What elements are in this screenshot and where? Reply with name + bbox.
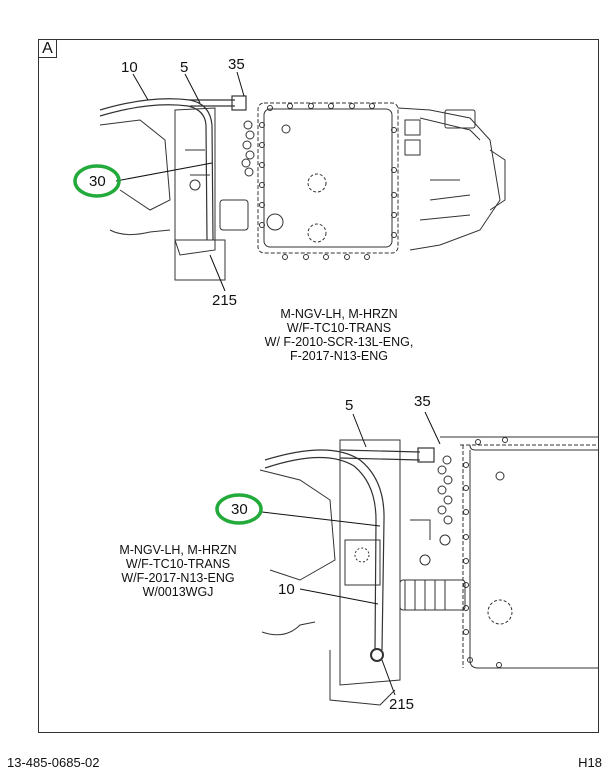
note-line: M-NGV-LH, M-HRZN — [119, 543, 237, 557]
drawing-frame — [38, 39, 599, 733]
note-line: W/ F-2010-SCR-13L-ENG, — [264, 335, 414, 349]
callout-10-bottom: 10 — [278, 581, 295, 598]
callout-5-top: 5 — [180, 59, 189, 76]
bottom-leader-lines — [261, 411, 441, 696]
note-line: W/F-TC10-TRANS — [286, 321, 392, 335]
note-line: W/0013WGJ — [142, 585, 214, 599]
top-applicability-note: M-NGV-LH, M-HRZN W/F-TC10-TRANS W/ F-201… — [244, 307, 434, 363]
bottom-highlight-ring — [215, 493, 263, 525]
callout-35-bottom: 35 — [414, 393, 431, 410]
top-highlight-ring — [73, 164, 121, 198]
document-number: 13-485-0685-02 — [7, 755, 100, 770]
top-transmission-assembly — [99, 102, 506, 281]
callout-10-top: 10 — [121, 59, 138, 76]
top-leader-lines — [115, 71, 245, 292]
callout-30-top: 30 — [89, 173, 106, 190]
view-label: A — [38, 39, 57, 58]
callout-215-top: 215 — [212, 292, 238, 309]
callout-30-bottom: 30 — [231, 501, 248, 518]
note-line: F-2017-N13-ENG — [290, 349, 388, 363]
bottom-transmission-assembly — [259, 436, 599, 706]
note-line: W/F-TC10-TRANS — [125, 557, 231, 571]
bottom-applicability-note: M-NGV-LH, M-HRZN W/F-TC10-TRANS W/F-2017… — [88, 543, 268, 599]
bottom-pan-bolts — [463, 437, 508, 668]
callout-35-top: 35 — [228, 56, 245, 73]
top-hoses — [99, 95, 247, 241]
callout-215-bottom: 215 — [389, 696, 415, 713]
top-pan-bolts — [259, 103, 397, 260]
bottom-hoses — [264, 447, 435, 662]
page-reference: H18 — [578, 755, 602, 770]
callout-5-bottom: 5 — [345, 397, 354, 414]
note-line: W/F-2017-N13-ENG — [121, 571, 235, 585]
note-line: M-NGV-LH, M-HRZN — [280, 307, 398, 321]
